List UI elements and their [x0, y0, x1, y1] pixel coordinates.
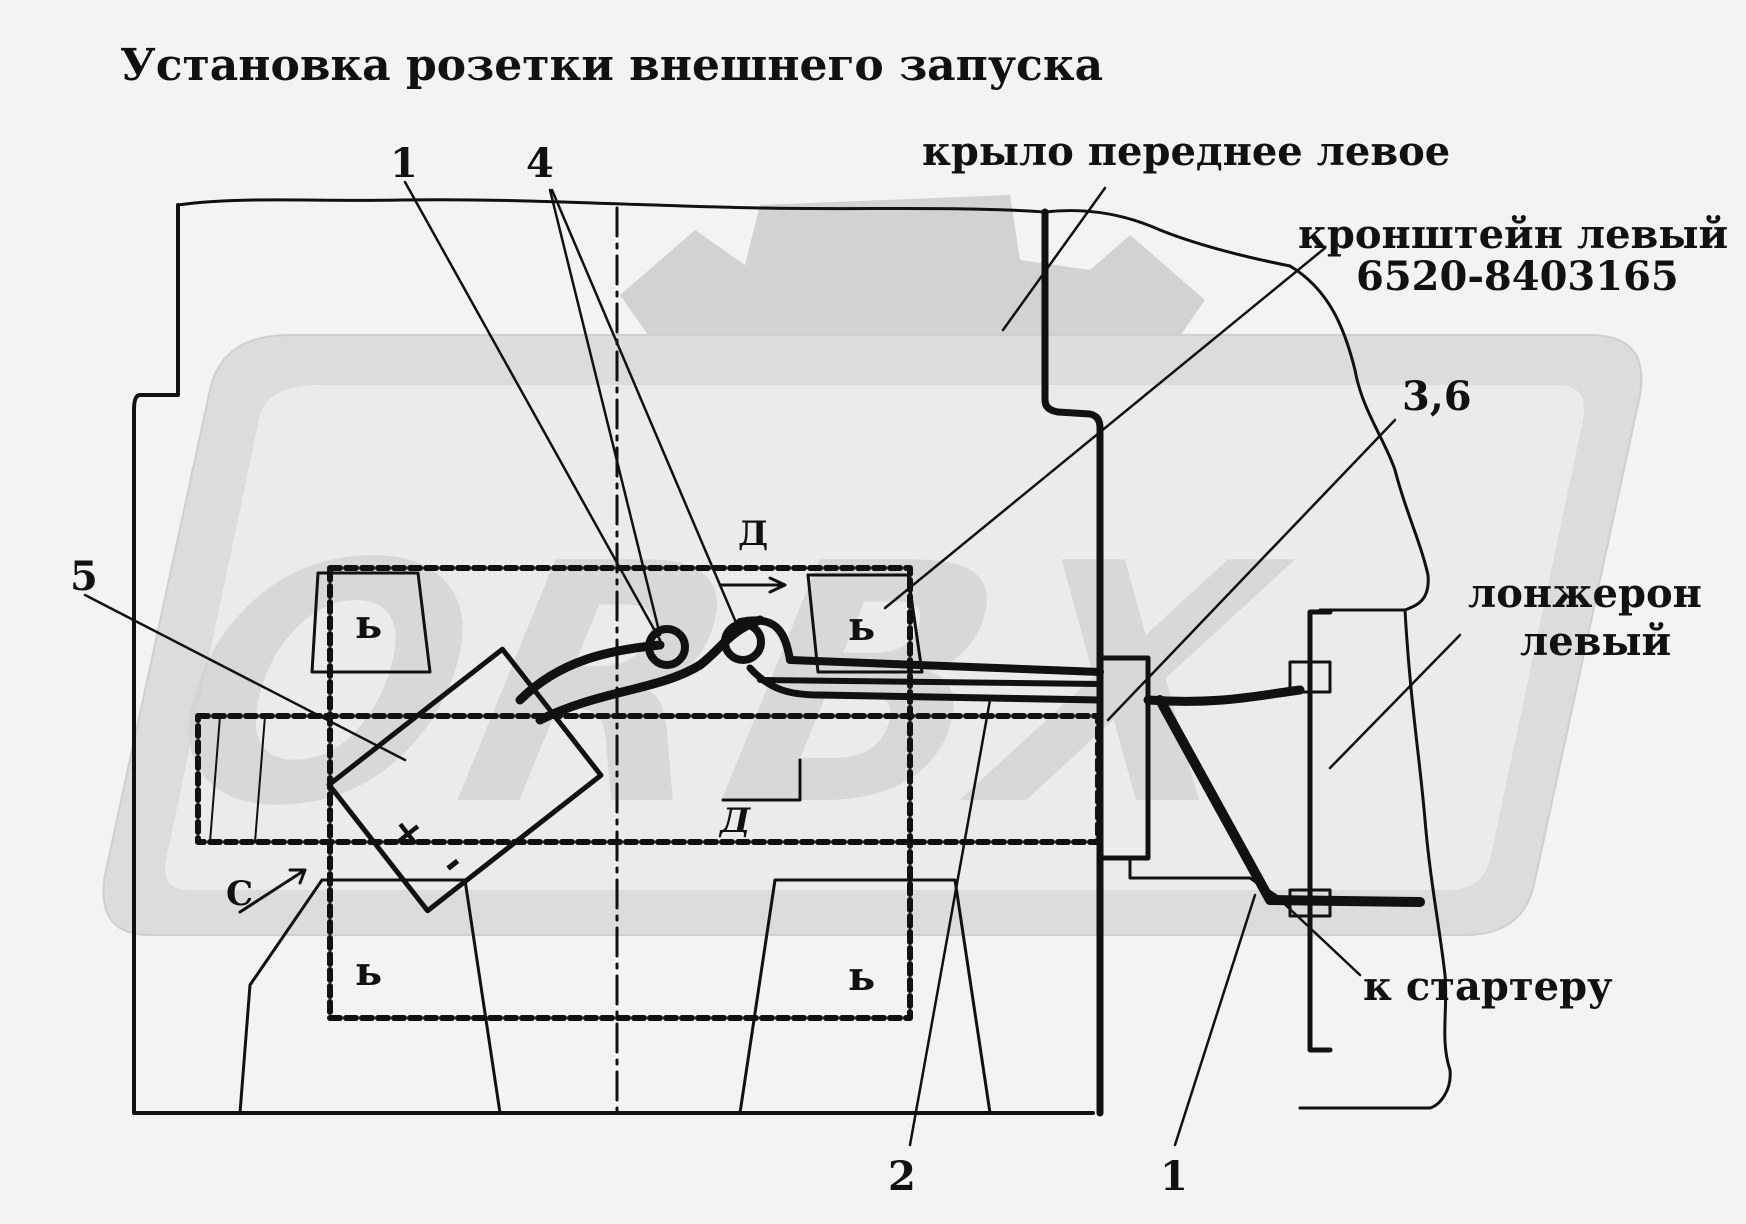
- view-mark-c: С: [226, 874, 253, 914]
- top-edge: [176, 198, 1292, 268]
- terminal-mark-3: ь: [355, 948, 382, 995]
- callout-3-6: 3,6: [1402, 373, 1472, 420]
- wing-edge-line: [1041, 208, 1104, 1117]
- cable-socket-to-left-bolt: [515, 640, 665, 705]
- right-contour: [1288, 264, 1430, 612]
- battery-cell-upper-left: [310, 571, 432, 674]
- battery-cell-lower-right: [738, 878, 992, 1115]
- callout-1-top: 1: [390, 140, 418, 187]
- leader-1-top: [403, 180, 662, 642]
- lower-right-contour: [1298, 608, 1452, 1110]
- leader-wing: [1001, 186, 1107, 332]
- page-title: Установка розетки внешнего запуска: [120, 40, 1103, 91]
- bracket-spar: [1097, 609, 1333, 1053]
- leader-2: [908, 698, 992, 1147]
- label-starter: к стартеру: [1363, 963, 1613, 1010]
- labels: Установка розетки внешнего запуска 1 4 5…: [70, 40, 1728, 1200]
- leader-4-right: [550, 188, 742, 634]
- label-bracket-line2: 6520-8403165: [1356, 253, 1679, 300]
- view-arrow-c: [238, 868, 307, 914]
- watermark: ORBX: [102, 195, 1643, 936]
- cable-to-starter: [1155, 695, 1425, 907]
- watermark-frame-inner: [165, 385, 1585, 890]
- cables: [515, 615, 1425, 907]
- label-spar-line1: лонжерон: [1468, 570, 1702, 617]
- view-arrow-d-top: [718, 576, 787, 594]
- cable-main-third: [757, 677, 1103, 687]
- label-wing: крыло переднее левое: [922, 128, 1450, 175]
- beam-rib-2: [254, 715, 266, 843]
- callout-5: 5: [70, 553, 98, 600]
- watermark-logo: ORBX: [143, 493, 1309, 878]
- leader-5: [83, 593, 407, 762]
- leader-bracket: [883, 246, 1327, 610]
- callout-1-bottom: 1: [1160, 1153, 1188, 1200]
- body-outline: [132, 198, 1452, 1117]
- cable-main-upper: [736, 616, 1104, 676]
- callout-4: 4: [526, 140, 554, 187]
- cable-main-lower: [746, 664, 1104, 704]
- beam-rib-1: [209, 715, 221, 843]
- left-bracket: [1097, 655, 1151, 861]
- view-marks: Д Д С: [226, 514, 802, 914]
- label-bracket-line1: кронштейн левый: [1298, 211, 1728, 258]
- view-mark-d-bottom: Д: [718, 801, 751, 841]
- callout-2: 2: [888, 1153, 916, 1200]
- label-spar-line2: левый: [1520, 618, 1671, 665]
- leader-lines: [83, 180, 1462, 1147]
- spar-bolt-top: [1288, 660, 1332, 694]
- leader-36: [1106, 418, 1397, 722]
- leader-starter: [1273, 893, 1362, 977]
- view-arrow-d-bottom: [721, 758, 802, 802]
- spar-channel: [1307, 609, 1333, 1053]
- cable-to-spar: [1143, 685, 1305, 706]
- terminal-mark-2: ь: [848, 603, 875, 650]
- terminal-mark-1: ь: [355, 601, 382, 648]
- leader-spar: [1328, 633, 1462, 770]
- cable-socket-to-right-bolt: [535, 615, 765, 725]
- leader-1-bottom: [1173, 893, 1257, 1147]
- view-mark-d-top: Д: [738, 514, 768, 554]
- leader-4-left: [548, 188, 662, 637]
- terminal-mark-4: ь: [848, 953, 875, 1000]
- battery-cell-upper-right: [806, 573, 924, 674]
- spar-bolt-bottom: [1288, 888, 1332, 918]
- left-panel-outline: [132, 203, 1095, 1115]
- bracket-plate: [1128, 856, 1292, 907]
